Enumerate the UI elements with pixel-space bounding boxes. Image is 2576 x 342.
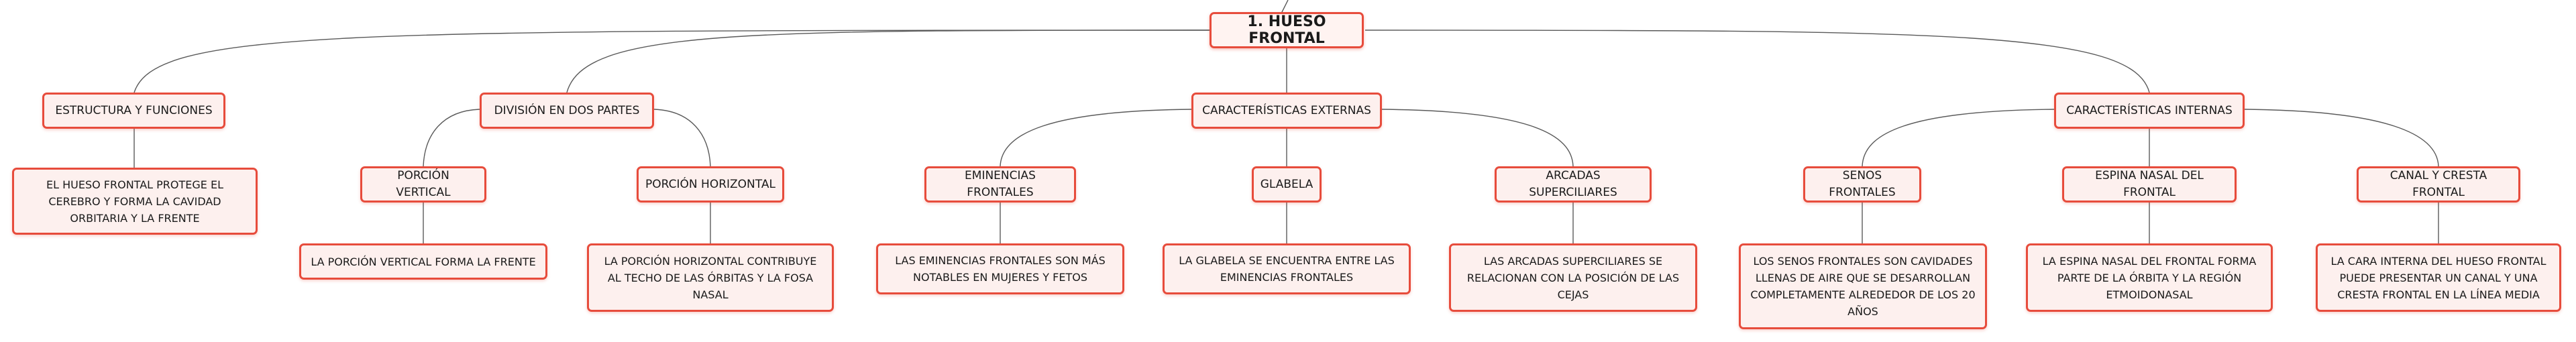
externas-arcadas-desc-node[interactable]: LAS ARCADAS SUPERCILIARES SE RELACIONAN …: [1449, 243, 1697, 312]
branch-externas-node[interactable]: CARACTERÍSTICAS EXTERNAS: [1191, 93, 1382, 129]
division-vertical-node[interactable]: PORCIÓN VERTICAL: [360, 166, 486, 203]
connector-internas-canal: [2243, 109, 2439, 167]
externas-arcadas-node[interactable]: ARCADAS SUPERCILIARES: [1495, 166, 1652, 203]
externas-eminencias-node[interactable]: EMINENCIAS FRONTALES: [924, 166, 1076, 203]
connector-externas-arcadas: [1380, 109, 1574, 167]
division-vertical-desc-node[interactable]: LA PORCIÓN VERTICAL FORMA LA FRENTE: [299, 243, 547, 280]
externas-eminencias-desc-node[interactable]: LAS EMINENCIAS FRONTALES SON MÁS NOTABLE…: [876, 243, 1124, 294]
division-vertical-label: PORCIÓN VERTICAL: [396, 169, 451, 199]
connector-externas-eminencias: [1000, 109, 1193, 167]
division-horizontal-node[interactable]: PORCIÓN HORIZONTAL: [637, 166, 784, 203]
connector-root-internas: [1364, 30, 2150, 93]
estructura-desc-text: EL HUESO FRONTAL PROTEGE EL CEREBRO Y FO…: [46, 178, 223, 225]
estructura-desc-node[interactable]: EL HUESO FRONTAL PROTEGE EL CEREBRO Y FO…: [12, 168, 258, 235]
internas-senos-desc-node[interactable]: LOS SENOS FRONTALES SON CAVIDADES LLENAS…: [1739, 243, 1987, 329]
externas-glabela-node[interactable]: GLABELA: [1252, 166, 1322, 203]
branch-internas-label: CARACTERÍSTICAS INTERNAS: [2066, 103, 2233, 117]
internas-espina-node[interactable]: ESPINA NASAL DEL FRONTAL: [2062, 166, 2237, 203]
branch-internas-node[interactable]: CARACTERÍSTICAS INTERNAS: [2054, 93, 2245, 129]
internas-espina-desc-node[interactable]: LA ESPINA NASAL DEL FRONTAL FORMA PARTE …: [2026, 243, 2273, 312]
root-node[interactable]: 1. HUESO FRONTAL: [1210, 12, 1364, 48]
root-node-label: 1. HUESO FRONTAL: [1247, 13, 1326, 47]
internas-canal-label: CANAL Y CRESTA FRONTAL: [2390, 169, 2487, 199]
division-horizontal-label: PORCIÓN HORIZONTAL: [645, 177, 775, 191]
externas-eminencias-desc-text: LAS EMINENCIAS FRONTALES SON MÁS NOTABLE…: [895, 254, 1106, 284]
externas-glabela-desc-node[interactable]: LA GLABELA SE ENCUENTRA ENTRE LAS EMINEN…: [1163, 243, 1411, 294]
connector-internas-senos: [1862, 109, 2056, 167]
branch-estructura-label: ESTRUCTURA Y FUNCIONES: [55, 103, 213, 117]
connector-division-vertical: [423, 109, 480, 167]
branch-estructura-node[interactable]: ESTRUCTURA Y FUNCIONES: [42, 93, 225, 129]
connector-root-estructura: [133, 30, 1212, 93]
connector-division-horizontal: [653, 109, 711, 167]
division-horizontal-desc-text: LA PORCIÓN HORIZONTAL CONTRIBUYE AL TECH…: [604, 254, 817, 301]
externas-glabela-label: GLABELA: [1260, 177, 1313, 191]
internas-espina-label: ESPINA NASAL DEL FRONTAL: [2095, 169, 2204, 199]
connector-root-division: [566, 30, 1212, 93]
externas-eminencias-label: EMINENCIAS FRONTALES: [965, 169, 1036, 199]
internas-senos-desc-text: LOS SENOS FRONTALES SON CAVIDADES LLENAS…: [1750, 255, 1976, 318]
branch-division-label: DIVISIÓN EN DOS PARTES: [494, 103, 640, 117]
division-horizontal-desc-node[interactable]: LA PORCIÓN HORIZONTAL CONTRIBUYE AL TECH…: [587, 243, 834, 312]
internas-espina-desc-text: LA ESPINA NASAL DEL FRONTAL FORMA PARTE …: [2042, 254, 2257, 301]
externas-arcadas-desc-text: LAS ARCADAS SUPERCILIARES SE RELACIONAN …: [1466, 254, 1680, 301]
internas-canal-desc-node[interactable]: LA CARA INTERNA DEL HUESO FRONTAL PUEDE …: [2316, 243, 2561, 312]
branch-division-node[interactable]: DIVISIÓN EN DOS PARTES: [480, 93, 654, 129]
externas-arcadas-label: ARCADAS SUPERCILIARES: [1529, 169, 1617, 199]
internas-senos-node[interactable]: SENOS FRONTALES: [1803, 166, 1921, 203]
internas-senos-label: SENOS FRONTALES: [1829, 169, 1896, 199]
externas-glabela-desc-text: LA GLABELA SE ENCUENTRA ENTRE LAS EMINEN…: [1179, 254, 1395, 284]
internas-canal-desc-text: LA CARA INTERNA DEL HUESO FRONTAL PUEDE …: [2330, 254, 2546, 301]
division-vertical-desc-text: LA PORCIÓN VERTICAL FORMA LA FRENTE: [311, 255, 536, 268]
internas-canal-node[interactable]: CANAL Y CRESTA FRONTAL: [2357, 166, 2520, 203]
branch-externas-label: CARACTERÍSTICAS EXTERNAS: [1202, 103, 1371, 117]
connector-root-up: [1281, 0, 1289, 14]
